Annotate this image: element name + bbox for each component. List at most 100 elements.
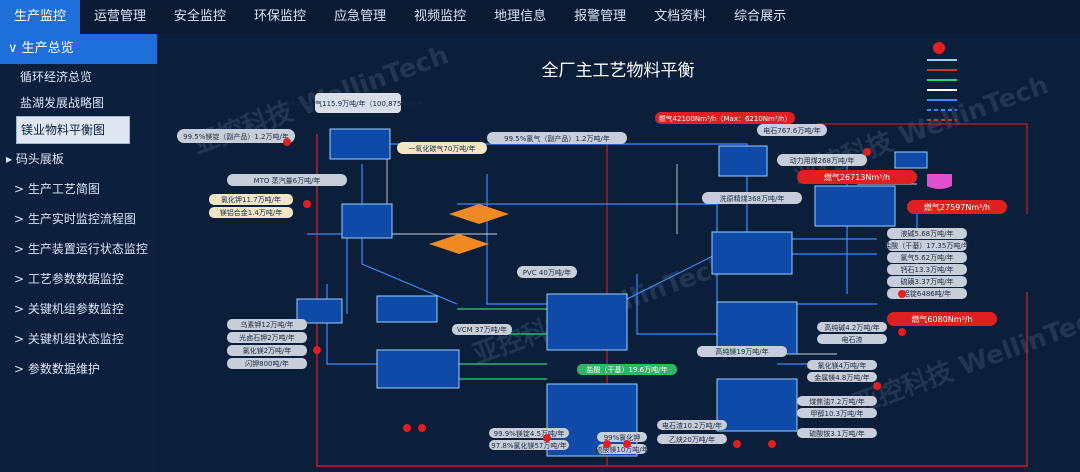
valve-icon[interactable]	[303, 200, 311, 208]
tab-geo[interactable]: 地理信息	[494, 9, 547, 24]
process-box-oxygen[interactable]	[329, 128, 391, 160]
valve-icon[interactable]	[603, 440, 611, 448]
sidebar-item[interactable]: ▸ 码头展板	[0, 144, 157, 174]
label-text: 硫酸铵3.1万吨/年	[809, 429, 865, 438]
tab-emergency[interactable]: 应急管理	[334, 9, 387, 24]
label-text: 电石渣	[842, 335, 863, 344]
label-text: 乌素钾12万吨/年	[240, 320, 293, 329]
sidebar-header-label: 生产总览	[21, 41, 74, 56]
process-box-green[interactable]	[376, 295, 438, 323]
label-text: 高纯碱4.2万吨/年	[824, 323, 880, 332]
process-box-potash[interactable]	[296, 298, 343, 324]
decision-diamond[interactable]	[429, 234, 489, 254]
label-text: 99.9%镁锭4.5万吨/年	[494, 429, 565, 438]
chevron-right-icon: >	[14, 332, 28, 346]
label-text: 氯化镁2万吨/年	[243, 346, 292, 355]
sidebar-item[interactable]: > 工艺参数数据监控	[0, 264, 157, 294]
tab-operations[interactable]: 运营管理	[94, 9, 147, 24]
process-box-magnesium[interactable]	[376, 349, 460, 389]
label-text: 硫酸镁10万吨/年	[595, 445, 648, 454]
sidebar-header[interactable]: ∨ 生产总览	[0, 34, 157, 64]
label-text: 氯气5.62万吨/年	[901, 253, 954, 262]
process-box-methanol[interactable]	[716, 301, 798, 355]
label-text: 燃气6080Nm³/h	[911, 314, 972, 324]
sidebar-item-label: 参数数据维护	[27, 362, 100, 376]
label-text: MTO 蒸汽量6万吨/年	[254, 176, 321, 185]
label-text: 电石767.6万吨/年	[763, 126, 820, 135]
tab-video[interactable]: 视频监控	[414, 9, 467, 24]
sidebar-item-label: 工艺参数数据监控	[27, 272, 124, 286]
tab-dashboard[interactable]: 综合展示	[734, 9, 787, 24]
valve-icon[interactable]	[898, 290, 906, 298]
product-flag-icon	[927, 174, 952, 189]
valve-icon[interactable]	[768, 440, 776, 448]
label-text: 铝锭6486吨/年	[903, 289, 951, 298]
sidebar-item[interactable]: > 生产工艺简图	[0, 174, 157, 204]
label-text: 盐酸（干基）19.6万吨/年	[587, 365, 668, 374]
label-text: 99.5%氯气（副产品）1.2万吨/年	[504, 134, 610, 143]
chevron-right-icon: >	[14, 362, 28, 376]
sidebar-item[interactable]: > 关键机组参数监控	[0, 294, 157, 324]
label-text: 镁铝合金1.4万吨/年	[220, 208, 283, 217]
label-text: 洗原精煤368万吨/年	[720, 194, 785, 203]
label-text: 99.5%镁锭（副产品）1.2万吨/年	[183, 132, 289, 141]
label-text: 硫磺3.37万吨/年	[901, 277, 954, 286]
sidebar-item[interactable]: > 关键机组状态监控	[0, 324, 157, 354]
tab-safety[interactable]: 安全监控	[174, 9, 227, 24]
tab-alarm[interactable]: 报警管理	[574, 9, 627, 24]
chevron-right-icon: >	[14, 302, 28, 316]
valve-icon[interactable]	[733, 440, 741, 448]
label-text: 燃气27597Nm³/h	[924, 202, 990, 212]
page-title: 全厂主工艺物料平衡	[542, 61, 695, 81]
label-text: 液碱5.68万吨/年	[901, 229, 954, 238]
top-nav: 生产监控 运营管理 安全监控 环保监控 应急管理 视频监控 地理信息 报警管理 …	[0, 0, 1080, 35]
sidebar: ∨ 生产总览 循环经济总览 盐湖发展战略图 镁业物料平衡图 ▸ 码头展板 > 生…	[0, 34, 158, 472]
label-text: 乙炔20万吨/年	[669, 435, 715, 444]
valve-icon[interactable]	[403, 424, 411, 432]
process-box-coking[interactable]	[711, 231, 793, 275]
process-box-power[interactable]	[814, 185, 896, 227]
process-box-output[interactable]	[894, 151, 928, 169]
sidebar-item-label: 生产实时监控流程图	[27, 212, 136, 226]
diagram-canvas: 亚控科技 WellinTech 亚控科技 WellinTech 亚控科技 Wel…	[157, 34, 1080, 472]
chevron-right-icon: >	[14, 212, 28, 226]
tab-environment[interactable]: 环保监控	[254, 9, 307, 24]
valve-icon[interactable]	[418, 424, 426, 432]
valve-icon[interactable]	[873, 382, 881, 390]
label-text: 高纯镁19万吨/年	[715, 347, 768, 356]
bullet-icon: ▸	[6, 152, 13, 166]
sidebar-sub-item[interactable]: 循环经济总览	[20, 70, 93, 84]
valve-icon[interactable]	[283, 138, 291, 146]
process-box-gasification[interactable]	[716, 378, 798, 432]
valve-icon[interactable]	[543, 434, 551, 442]
process-box-chlor-alkali[interactable]	[546, 293, 628, 351]
label-text: 闪钾800吨/年	[245, 359, 289, 368]
label-text: 氯化镁4万吨/年	[818, 361, 867, 370]
sidebar-item-label: 关键机组状态监控	[27, 332, 124, 346]
process-box-electrolysis[interactable]	[341, 203, 393, 239]
label-pill	[315, 93, 401, 113]
valve-icon[interactable]	[863, 148, 871, 156]
label-text: 金属镁4.8万吨/年	[814, 373, 870, 382]
tab-documents[interactable]: 文档资料	[654, 9, 707, 24]
sidebar-item[interactable]: > 参数数据维护	[0, 354, 157, 384]
sidebar-item-label: 生产工艺简图	[27, 182, 100, 196]
tab-production-monitor[interactable]: 生产监控	[0, 0, 81, 34]
label-text: 一氧化碳气70万吨/年	[408, 144, 475, 153]
sidebar-sub-item[interactable]: 盐湖发展战略图	[20, 96, 105, 110]
chevron-down-icon: ∨	[8, 41, 18, 56]
label-text: 99.8%氧气115.9万吨/年（100,875Nm³/h）	[286, 99, 430, 108]
valve-icon[interactable]	[898, 328, 906, 336]
decision-diamond[interactable]	[449, 204, 509, 224]
label-text: 97.8%氯化镁57万吨/年	[491, 441, 567, 450]
label-text: 甲醇10.3万吨/年	[811, 409, 864, 418]
valve-icon[interactable]	[623, 440, 631, 448]
label-text: PVC 40万吨/年	[523, 268, 571, 277]
sidebar-item[interactable]: > 生产装置运行状态监控	[0, 234, 157, 264]
sidebar-sub-item-active[interactable]: 镁业物料平衡图	[16, 116, 130, 144]
label-text: 99%氯化钾	[604, 433, 641, 442]
process-box-carbide[interactable]	[718, 145, 768, 177]
material-balance-diagram: 亚控科技 WellinTech 亚控科技 WellinTech 亚控科技 Wel…	[157, 34, 1080, 472]
sidebar-item[interactable]: > 生产实时监控流程图	[0, 204, 157, 234]
valve-icon[interactable]	[313, 346, 321, 354]
